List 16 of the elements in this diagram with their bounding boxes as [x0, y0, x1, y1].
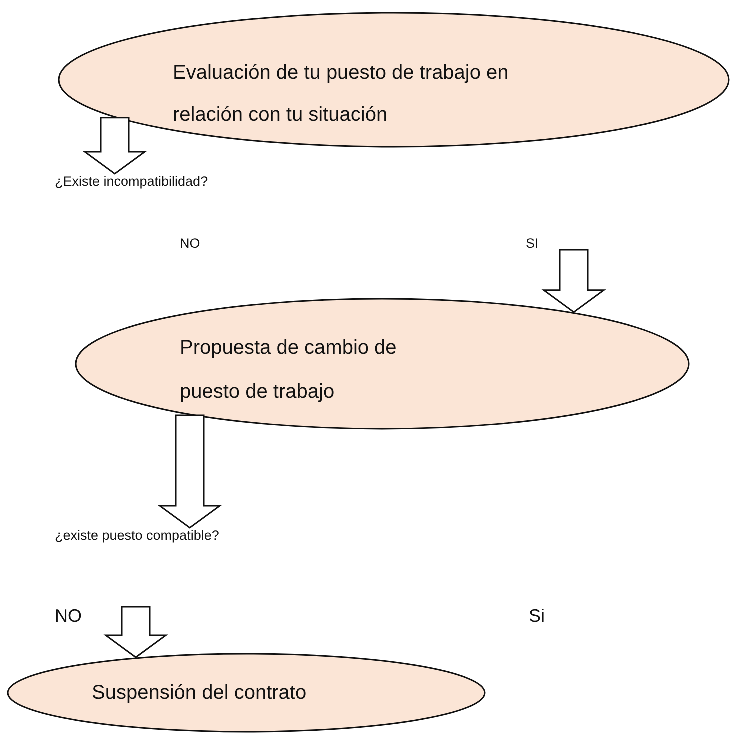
- question-text: NO: [55, 605, 83, 628]
- question-text: ¿existe puesto compatible?: [55, 528, 220, 545]
- question-text: SI: [526, 236, 540, 253]
- question-text: ¿Existe incompatibilidad?: [55, 174, 210, 191]
- block-arrow: [82, 117, 148, 175]
- process-ellipse: [58, 12, 730, 148]
- node-text: Evaluación de tu puesto de trabajo en relación con tu situación: [173, 61, 510, 128]
- block-arrow: [158, 414, 222, 529]
- node-text: Propuesta de cambio de puesto de trabajo: [180, 336, 398, 405]
- question-text: NO: [180, 236, 202, 253]
- node-text: Suspensión del contrato: [92, 681, 308, 705]
- block-arrow: [542, 249, 606, 314]
- process-ellipse: [7, 653, 486, 733]
- process-ellipse: [75, 298, 690, 430]
- question-text: Si: [529, 605, 546, 628]
- block-arrow: [104, 606, 168, 658]
